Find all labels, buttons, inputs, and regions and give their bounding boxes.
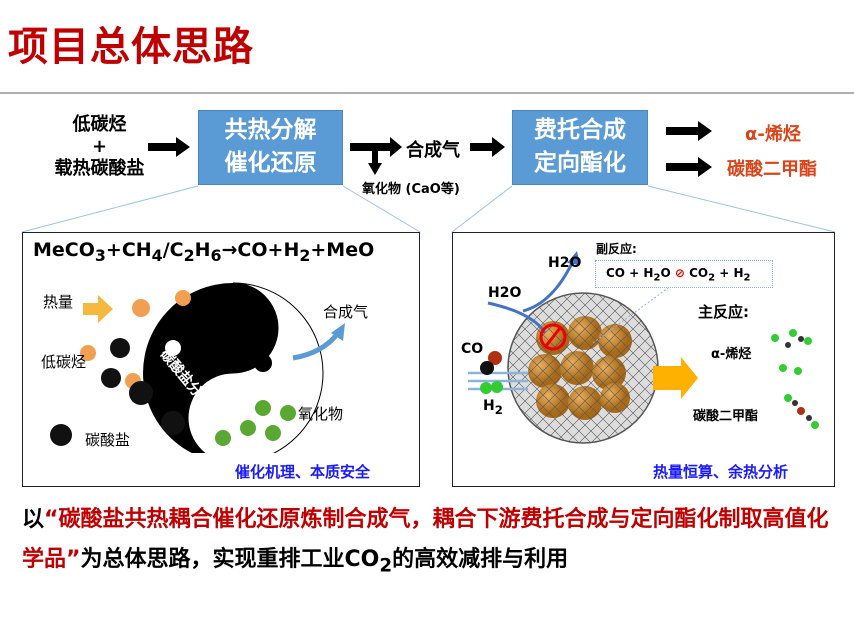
plus-sign: + <box>91 136 108 157</box>
step-fischer-tropsch: 费托合成 定向酯化 <box>512 110 648 185</box>
summary-quote: “碳酸盐共热耦合催化还原炼制合成气，耦合下游费托合成与定向酯化制取高值化学品” <box>22 507 829 572</box>
side-reaction-box: CO + H2O ⊘ CO2 + H2 <box>595 260 773 288</box>
olefin-label: α-烯烃 <box>711 347 752 362</box>
h2-label: H2 <box>483 398 503 417</box>
carbonate-label: 碳酸盐 <box>85 431 131 449</box>
arrow-icon <box>148 121 712 177</box>
right-panel: H2O H2O CO H2 副反应: CO + H2O ⊘ CO2 + H2 主… <box>452 232 835 487</box>
oxide-label: 氧化物 <box>298 405 344 423</box>
syngas-arrow-icon <box>292 331 340 361</box>
flow-arrows <box>21 121 836 233</box>
page-title: 项目总体思路 <box>8 24 254 70</box>
syngas-label: 合成气 <box>323 303 369 321</box>
carbonate-particle-icon <box>80 290 191 389</box>
reaction-equation: MeCO3+CH4/C2H6→CO+H2+MeO <box>33 239 375 265</box>
olefin-molecule-icon <box>771 329 812 375</box>
input-carbonate: 载热碳酸盐 <box>54 158 145 179</box>
step1-line2: 催化还原 <box>224 150 317 176</box>
side-reaction-label: 副反应: <box>596 242 637 256</box>
heat-label: 热量 <box>43 293 74 311</box>
hydrocarbon-label: 低碳烃 <box>41 353 87 371</box>
oxide-hexagon-icon <box>215 400 296 446</box>
catalyst-sphere-icon <box>507 292 659 444</box>
step2-line2: 定向酯化 <box>534 150 626 176</box>
byproduct-label: 氧化物 (CaO等) <box>362 182 460 197</box>
step1-line1: 共热分解 <box>224 117 317 143</box>
input-hydrocarbon: 低碳烃 <box>72 114 127 135</box>
yin-yang-diagram <box>50 282 345 453</box>
title-divider <box>0 92 854 94</box>
syngas-label: 合成气 <box>406 140 460 161</box>
summary-suffix: 为总体思路，实现重排工业CO2的高效减排与利用 <box>80 547 569 577</box>
co-molecule-icon <box>480 351 502 375</box>
right-caption: 热量恒算、余热分析 <box>653 463 789 481</box>
catalyst-diagram <box>468 251 819 444</box>
product-dmc: 碳酸二甲酯 <box>727 159 817 180</box>
h2o-in-label: H2O <box>488 285 522 301</box>
main-reaction-label: 主反应: <box>698 303 749 321</box>
dmc-molecule-icon <box>784 394 819 429</box>
step-cothermal-decomposition: 共热分解 催化还原 <box>198 110 343 185</box>
prohibited-icon <box>539 323 567 351</box>
dmc-label: 碳酸二甲酯 <box>693 409 759 424</box>
input-group: 低碳烃 + 载热碳酸盐 <box>52 114 147 180</box>
left-caption: 催化机理、本质安全 <box>235 463 371 481</box>
zoom-lines <box>21 185 836 233</box>
h2o-out-label: H2O <box>548 255 582 271</box>
summary-prefix: 以 <box>22 507 45 532</box>
summary-text: 以“碳酸盐共热耦合催化还原炼制合成气，耦合下游费托合成与定向酯化制取高值化学品”… <box>22 500 842 586</box>
step2-line1: 费托合成 <box>534 117 626 143</box>
hydrocarbon-particle-icon <box>50 338 185 446</box>
heat-arrow-icon <box>83 295 113 323</box>
left-panel: MeCO3+CH4/C2H6→CO+H2+MeO 热量 低碳烃 碳酸盐 CO2还… <box>22 232 420 487</box>
product-alpha-olefin: α-烯烃 <box>745 124 801 145</box>
product-arrow-icon <box>653 357 698 399</box>
co-label: CO <box>461 341 484 357</box>
h2-molecule-icon <box>480 381 503 394</box>
